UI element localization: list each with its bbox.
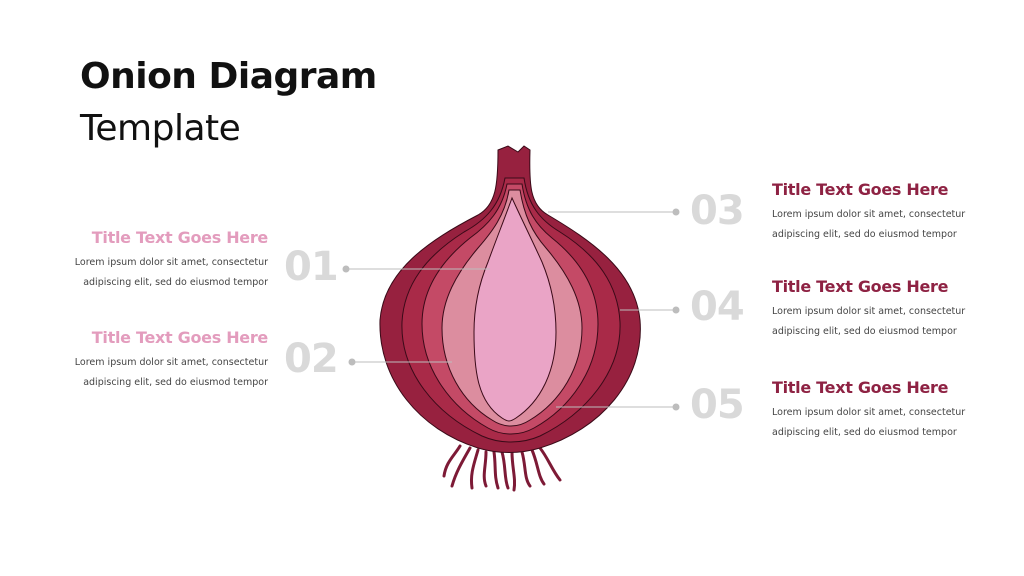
info-title: Title Text Goes Here: [772, 277, 949, 296]
connector-lines: [342, 208, 680, 411]
info-body-line: adipiscing elit, sed do eiusmod tempor: [772, 229, 957, 240]
info-body: Lorem ipsum dolor sit amet, consectetur …: [772, 205, 972, 245]
connector-dot-03: [672, 208, 680, 216]
info-block-04: Title Text Goes Here Lorem ipsum dolor s…: [772, 277, 972, 342]
info-title: Title Text Goes Here: [91, 228, 269, 247]
info-body-line: adipiscing elit, sed do eiusmod tempor: [83, 277, 268, 288]
page-title: Onion Diagram: [80, 56, 377, 97]
info-body-line: Lorem ipsum dolor sit amet, consectetur: [74, 257, 268, 268]
info-body-line: Lorem ipsum dolor sit amet, consectetur: [772, 306, 966, 317]
connector-dot-02: [348, 358, 356, 366]
info-body: Lorem ipsum dolor sit amet, consectetur …: [68, 253, 268, 293]
info-block-05: Title Text Goes Here Lorem ipsum dolor s…: [772, 378, 972, 443]
info-block-01: Title Text Goes Here Lorem ipsum dolor s…: [68, 228, 269, 293]
step-number-03: 03: [690, 188, 745, 234]
info-block-02: Title Text Goes Here Lorem ipsum dolor s…: [68, 328, 269, 393]
info-body: Lorem ipsum dolor sit amet, consectetur …: [772, 403, 972, 443]
info-body: Lorem ipsum dolor sit amet, consectetur …: [772, 302, 972, 342]
info-body-line: Lorem ipsum dolor sit amet, consectetur: [772, 209, 966, 220]
step-number-02: 02: [284, 336, 339, 382]
onion-roots: [442, 444, 562, 492]
page-subtitle: Template: [80, 108, 241, 149]
connector-dot-04: [672, 306, 680, 314]
connector-dot-01: [342, 265, 350, 273]
info-title: Title Text Goes Here: [772, 378, 949, 397]
info-body-line: Lorem ipsum dolor sit amet, consectetur: [772, 407, 966, 418]
info-title: Title Text Goes Here: [772, 180, 949, 199]
info-body: Lorem ipsum dolor sit amet, consectetur …: [68, 353, 268, 393]
info-block-03: Title Text Goes Here Lorem ipsum dolor s…: [772, 180, 972, 245]
onion-layer-core: [473, 196, 557, 422]
step-number-05: 05: [690, 382, 745, 428]
info-body-line: adipiscing elit, sed do eiusmod tempor: [772, 326, 957, 337]
connector-dot-05: [672, 403, 680, 411]
step-number-04: 04: [690, 284, 745, 330]
info-body-line: adipiscing elit, sed do eiusmod tempor: [83, 377, 268, 388]
info-body-line: adipiscing elit, sed do eiusmod tempor: [772, 427, 957, 438]
info-title: Title Text Goes Here: [91, 328, 269, 347]
info-body-line: Lorem ipsum dolor sit amet, consectetur: [74, 357, 268, 368]
step-number-01: 01: [284, 244, 339, 290]
